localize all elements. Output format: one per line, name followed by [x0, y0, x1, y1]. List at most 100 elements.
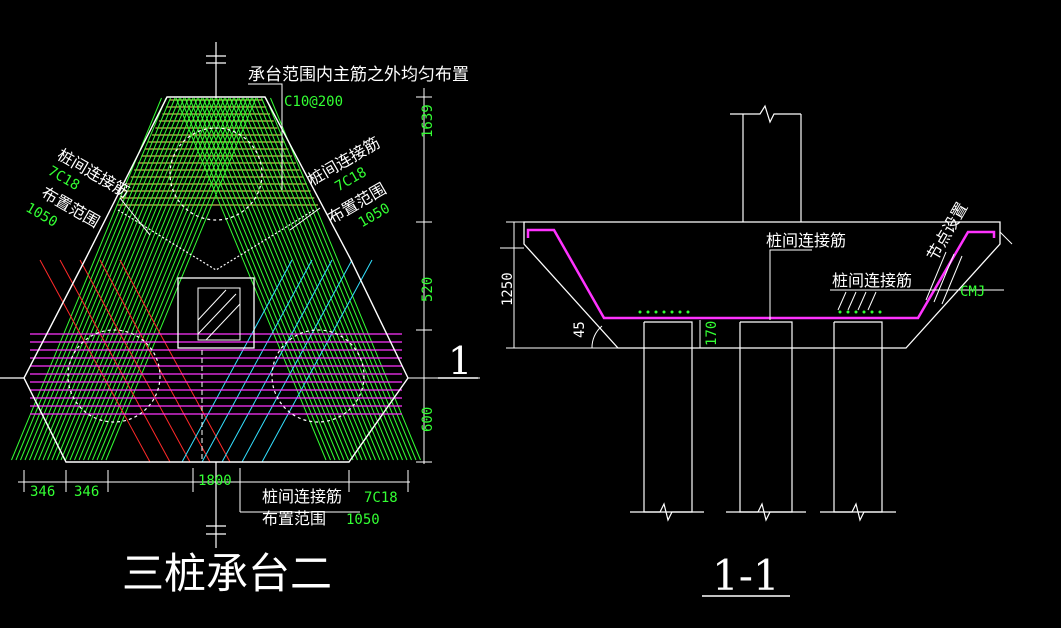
section-leader-hatch: [837, 251, 963, 311]
column-inner: [197, 287, 241, 341]
section-leader-center: [769, 249, 812, 320]
green-rebar: [96, 97, 248, 461]
green-rebar: [24, 97, 176, 461]
rebar-dot: [870, 310, 874, 314]
section-dim-angle: 45: [572, 321, 588, 338]
green-rebar: [184, 97, 336, 461]
green-rebar: [69, 97, 221, 461]
leader-left: [119, 197, 151, 236]
pile-circle-right: [271, 329, 365, 423]
red-diagonal-rebars: [39, 259, 231, 463]
section-title: 1-1: [712, 551, 780, 600]
cyan-rebar: [201, 259, 313, 463]
spacing-label: C10@200: [284, 94, 343, 110]
rebar-dot: [638, 310, 642, 314]
green-rebar: [56, 97, 207, 461]
top-note: 承台范围内主筋之外均匀布置: [248, 65, 469, 85]
green-rebar: [207, 97, 358, 461]
section-dim-left: [500, 221, 701, 349]
green-rebar: [252, 97, 403, 461]
green-rebar: [42, 97, 194, 461]
axis-bottom: [206, 462, 226, 548]
green-rebar: [265, 97, 417, 461]
red-rebar: [59, 259, 171, 463]
dim-bottom-2: 346: [74, 484, 99, 500]
section-label-center: 桩间连接筋: [766, 231, 846, 250]
section-label-right: 桩间连接筋: [832, 271, 912, 290]
green-rebar: [105, 97, 257, 461]
rebar-dot: [670, 310, 674, 314]
green-rebar: [225, 97, 376, 461]
section-dim-170: 170: [704, 321, 720, 346]
column-outline: [177, 277, 255, 349]
section-rebar-dots: [638, 310, 882, 314]
pile-circle-top: [169, 127, 263, 221]
pile-circle-left: [67, 329, 161, 423]
red-rebar: [79, 259, 191, 463]
green-rebar: [211, 97, 363, 461]
green-rebar: [92, 97, 243, 461]
bottom-label-4: 1050: [346, 512, 380, 528]
dim-right-3: 600: [420, 407, 436, 432]
rebar-dot: [646, 310, 650, 314]
cyan-rebar: [221, 259, 333, 463]
red-rebar: [99, 259, 211, 463]
rebar-dot: [654, 310, 658, 314]
dim-bottom-1: 346: [30, 484, 55, 500]
dim-right: [408, 88, 480, 464]
bottom-label-2: 7C18: [364, 490, 398, 506]
green-rebar: [202, 97, 354, 461]
section-label-node: 节点设置: [923, 199, 971, 264]
section-cap-outline: [523, 221, 1001, 349]
green-rebar: [38, 97, 189, 461]
red-rebar: [119, 259, 231, 463]
plan-view: 1 承台范围内主筋之外均匀布置 C10@200 桩间连接筋 7C18 布置范围 …: [0, 42, 480, 598]
cyan-rebar: [241, 259, 353, 463]
green-rebar: [198, 97, 349, 461]
rebar-dot: [838, 310, 842, 314]
rebar-dot: [678, 310, 682, 314]
magenta-rebar-band: [30, 333, 402, 415]
green-rebar: [238, 97, 390, 461]
cyan-diagonal-rebars: [181, 259, 373, 463]
pile-cap-outline: [23, 96, 409, 463]
dim-bottom-3: 1800: [198, 473, 232, 489]
green-rebar: [29, 97, 180, 461]
green-rebar: [229, 97, 381, 461]
rebar-dot: [862, 310, 866, 314]
section-mark: 1: [448, 339, 472, 383]
dim-right-1: 1639: [420, 104, 436, 138]
rebar-dot: [686, 310, 690, 314]
green-rebar: [243, 97, 394, 461]
green-rebar: [65, 97, 216, 461]
section-right-tick: [999, 231, 1013, 245]
section-view: 桩间连接筋 桩间连接筋 节点设置 CMJ 1250 45 170 1-1: [500, 104, 1013, 600]
green-diagonal-rebars: [11, 97, 421, 461]
green-rebar: [87, 97, 239, 461]
rebar-dot: [846, 310, 850, 314]
section-angle-arc: [591, 325, 603, 349]
green-rebar: [83, 97, 234, 461]
cyan-rebar: [261, 259, 373, 463]
green-rebar: [60, 97, 212, 461]
green-rebar: [20, 97, 171, 461]
green-rebar: [193, 97, 345, 461]
green-rebar: [101, 97, 252, 461]
green-rebar: [51, 97, 203, 461]
bottom-label-3: 布置范围: [262, 509, 326, 528]
cyan-rebar: [181, 259, 293, 463]
green-rebar: [74, 97, 225, 461]
green-rebar: [180, 97, 331, 461]
red-rebar: [39, 259, 151, 463]
dim-right-2: 520: [420, 277, 436, 302]
green-rebar: [47, 97, 198, 461]
green-rebar: [216, 97, 367, 461]
rebar-dot: [854, 310, 858, 314]
green-rebar: [261, 97, 412, 461]
rebar-dot: [662, 310, 666, 314]
green-rebar: [270, 97, 421, 461]
section-main-rebar: [526, 228, 996, 320]
bottom-label-1: 桩间连接筋: [262, 487, 342, 506]
green-rebar: [15, 97, 167, 461]
